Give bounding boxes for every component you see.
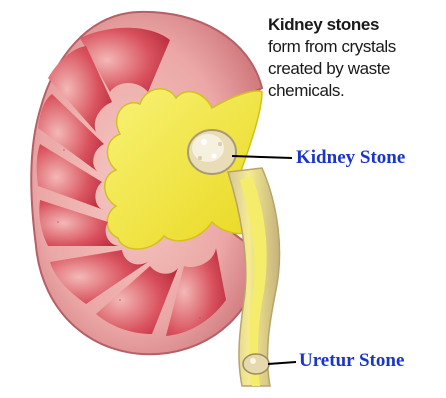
renal-pelvis	[105, 89, 262, 249]
caption-line: form from crystals	[268, 36, 443, 58]
uretur-stone-label: Uretur Stone	[299, 350, 404, 372]
caption-line: created by waste	[268, 58, 443, 80]
caption-title: Kidney stones	[268, 14, 443, 36]
caption: Kidney stones form from crystals created…	[268, 14, 443, 102]
uretur-stone-leader	[268, 362, 296, 364]
uretur-stone-shape	[243, 354, 269, 374]
kidney-stone-shape	[188, 130, 236, 174]
caption-line: chemicals.	[268, 80, 443, 102]
kidney-stone-label: Kidney Stone	[296, 147, 405, 169]
